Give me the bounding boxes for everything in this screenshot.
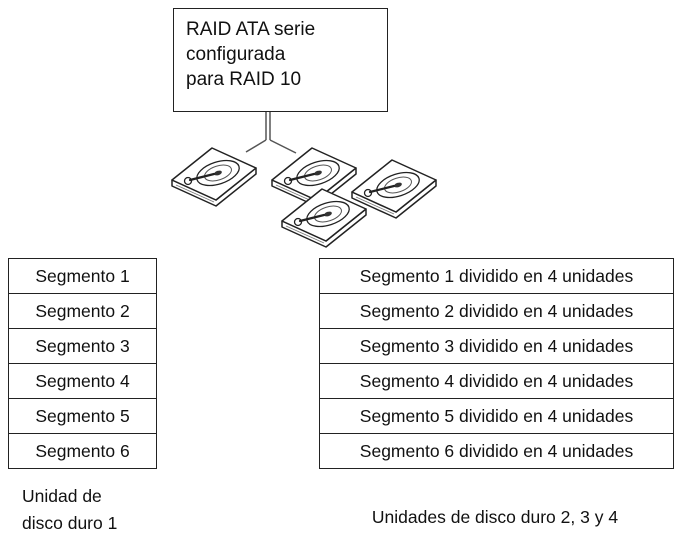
drives-2-3-4-segment-cell: Segmento 5 dividido en 4 unidades [319, 398, 674, 434]
drive-1-segment-cell: Segmento 2 [8, 293, 157, 329]
drive-diagram [170, 112, 438, 249]
drive-1-row: Segmento 3 [8, 328, 157, 364]
drives-2-3-4-segment-cell: Segmento 3 dividido en 4 unidades [319, 328, 674, 364]
drive-1-row: Segmento 5 [8, 398, 157, 434]
connector-cable [245, 112, 297, 154]
drives-2-3-4-row: Segmento 3 dividido en 4 unidades [319, 328, 674, 364]
drive-1-row: Segmento 1 [8, 258, 157, 294]
controller-label-line-2: configurada [186, 44, 286, 65]
controller-label-line-3: para RAID 10 [186, 69, 302, 90]
drives-2-3-4-segment-cell: Segmento 2 dividido en 4 unidades [319, 293, 674, 329]
drives-2-3-4-row: Segmento 5 dividido en 4 unidades [319, 398, 674, 434]
drive-1-caption: Unidad de disco duro 1 [22, 483, 162, 537]
drives-2-3-4-segment-cell: Segmento 4 dividido en 4 unidades [319, 363, 674, 399]
drive-1-segment-cell: Segmento 5 [8, 398, 157, 434]
drive-1-segment-cell: Segmento 3 [8, 328, 157, 364]
drives-2-3-4-row: Segmento 1 dividido en 4 unidades [319, 258, 674, 294]
drive-1-segment-cell: Segmento 1 [8, 258, 157, 294]
drives-2-3-4-row: Segmento 6 dividido en 4 unidades [319, 433, 674, 469]
drive-1-row: Segmento 4 [8, 363, 157, 399]
hard-drive-icon [170, 146, 258, 208]
drives-2-3-4-row: Segmento 2 dividido en 4 unidades [319, 293, 674, 329]
drive-1-caption-line-1: Unidad de [22, 486, 102, 506]
drive-1-segment-cell: Segmento 4 [8, 363, 157, 399]
drive-1-row: Segmento 2 [8, 293, 157, 329]
drive-1-segment-cell: Segmento 6 [8, 433, 157, 469]
drive-1-caption-line-2: disco duro 1 [22, 513, 118, 533]
drives-2-3-4-segment-cell: Segmento 6 dividido en 4 unidades [319, 433, 674, 469]
drive-1-row: Segmento 6 [8, 433, 157, 469]
raid-controller-box: RAID ATA serie configurada para RAID 10 [173, 8, 388, 112]
drives-2-3-4-segment-cell: Segmento 1 dividido en 4 unidades [319, 258, 674, 294]
drives-2-3-4-row: Segmento 4 dividido en 4 unidades [319, 363, 674, 399]
controller-label-line-1: RAID ATA serie [186, 19, 316, 40]
drives-2-3-4-caption: Unidades de disco duro 2, 3 y 4 [371, 507, 619, 527]
